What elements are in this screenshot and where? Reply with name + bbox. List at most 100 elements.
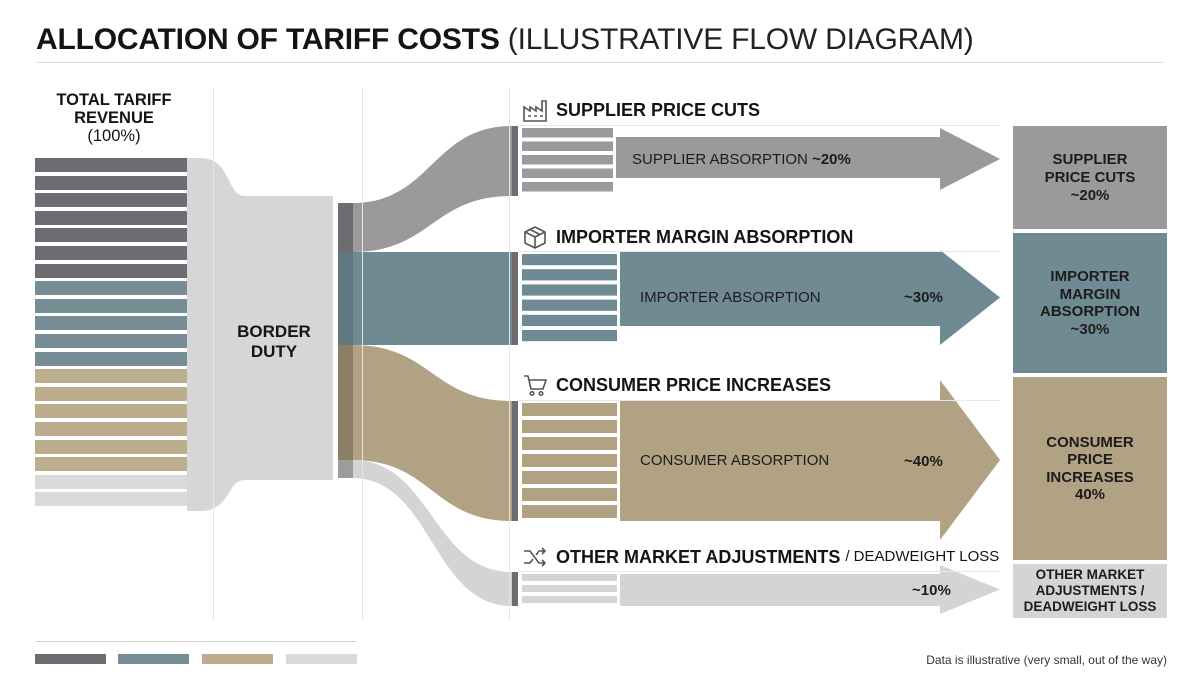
consumer-guide-line (520, 400, 1000, 401)
legend-divider (36, 641, 356, 642)
other-result-line3: DEADWEIGHT LOSS (1023, 599, 1157, 614)
other-stack-bar (522, 585, 617, 592)
revenue-stack-bar (35, 474, 187, 489)
other-ribbon (352, 460, 512, 606)
importer-arrow-label: IMPORTER ABSORPTION (640, 289, 821, 306)
revenue-stack-bar (35, 228, 187, 243)
supplier-arrow-label: SUPPLIER ABSORPTION ~20% (632, 151, 851, 169)
importer-stack-bar (522, 314, 617, 326)
shuffle-icon (522, 544, 548, 570)
consumer-entry-marker (512, 401, 518, 521)
revenue-stack-bar (35, 422, 187, 436)
revenue-stack-bar (35, 334, 187, 348)
importer-result-box: IMPORTER MARGIN ABSORPTION ~30% (1013, 233, 1167, 373)
title-divider (36, 62, 1164, 63)
importer-guide-line (520, 251, 1000, 252)
importer-stack-bar (522, 299, 617, 311)
other-result-line2: ADJUSTMENTS / (1035, 583, 1145, 598)
column-divider-2 (362, 88, 363, 620)
supplier-arrow-pct: ~20% (812, 151, 851, 168)
revenue-stack-bar (35, 175, 187, 190)
revenue-stack-bar (35, 263, 187, 278)
supplier-stack-bar (522, 141, 613, 151)
title-bold-text: ALLOCATION OF TARIFF COSTS (36, 23, 500, 56)
consumer-ribbon (352, 345, 512, 521)
border-duty-line2: DUTY (250, 342, 298, 361)
consumer-stack-bar (522, 437, 617, 450)
revenue-stack-bar (35, 246, 187, 260)
supplier-stack-bar (522, 155, 613, 165)
revenue-stack-bar (35, 492, 187, 507)
supplier-result-fill (1013, 126, 1167, 229)
consumer-header-text: CONSUMER PRICE INCREASES (556, 375, 832, 395)
column-divider-1 (213, 88, 214, 620)
importer-result-line3: ABSORPTION (1039, 303, 1140, 320)
revenue-stack-bar (35, 457, 187, 472)
importer-result-line1: IMPORTER (1050, 268, 1130, 285)
total-revenue-pct: (100%) (87, 127, 141, 145)
consumer-stack-bar (522, 488, 617, 501)
legend-swatch-slate (118, 654, 189, 664)
supplier-stack-bar (522, 168, 613, 178)
revenue-stack-bar (35, 386, 187, 401)
importer-header: IMPORTER MARGIN ABSORPTION (522, 224, 853, 250)
consumer-result-line4: 40% (1074, 486, 1106, 503)
consumer-result-line2: PRICE (1067, 451, 1113, 468)
supplier-stack-bar (522, 182, 613, 192)
legend-swatch-light (286, 654, 357, 664)
consumer-result-fill (1013, 377, 1167, 560)
revenue-stack-bar (35, 281, 187, 296)
supplier-header-text: SUPPLIER PRICE CUTS (556, 100, 761, 120)
other-stack-bar (522, 574, 617, 581)
other-header-suffix: / DEADWEIGHT LOSS (845, 548, 1000, 565)
border-duty-node (187, 158, 333, 511)
revenue-stack-bar (35, 193, 187, 208)
duty-output-segment-other (338, 460, 353, 478)
supplier-guide-line (520, 125, 1000, 126)
consumer-header: CONSUMER PRICE INCREASES (522, 372, 831, 398)
supplier-ribbon (352, 126, 512, 252)
other-guide-line (520, 571, 1000, 572)
consumer-result-box: CONSUMER PRICE INCREASES 40% (1013, 377, 1167, 560)
consumer-result-line3: INCREASES (1046, 468, 1134, 486)
importer-result-line2: MARGIN (1059, 285, 1121, 303)
supplier-header: SUPPLIER PRICE CUTS (522, 97, 760, 123)
consumer-arrow-pct: ~40% (904, 453, 943, 470)
legend-swatch-tan (202, 654, 273, 664)
importer-result-fill (1013, 233, 1167, 373)
other-stack-bar (522, 596, 617, 603)
other-result-fill (1013, 564, 1167, 618)
importer-stack-bar (522, 330, 617, 342)
importer-arrow-pct: ~30% (904, 289, 943, 306)
duty-output-segment-consumer (338, 345, 353, 460)
supplier-arrow (616, 128, 1000, 190)
factory-icon (522, 97, 548, 123)
shopping-cart-icon (522, 372, 548, 398)
supplier-arrow-text: SUPPLIER ABSORPTION (632, 151, 808, 168)
footnote: Data is illustrative (very small, out of… (926, 653, 1167, 667)
duty-output-segment-supplier (338, 203, 353, 252)
border-duty-line1: BORDER (237, 322, 311, 341)
consumer-stack-bar (522, 420, 617, 433)
importer-header-text: IMPORTER MARGIN ABSORPTION (556, 227, 854, 247)
box-icon (522, 224, 548, 250)
importer-stack-bar (522, 254, 617, 266)
consumer-arrow-label: CONSUMER ABSORPTION (640, 452, 830, 469)
total-revenue-line2: REVENUE (74, 109, 154, 127)
importer-stack-bar (522, 269, 617, 281)
page-title: ALLOCATION OF TARIFF COSTS (ILLUSTRATIVE… (36, 22, 974, 58)
importer-entry-marker (512, 252, 518, 345)
legend-swatch-dark (35, 654, 106, 664)
importer-arrow (620, 250, 1000, 345)
revenue-stack-bar (35, 404, 187, 419)
revenue-stack-bar (35, 439, 187, 454)
total-revenue-line1: TOTAL TARIFF (56, 91, 172, 109)
other-header: OTHER MARKET ADJUSTMENTS / DEADWEIGHT LO… (522, 544, 999, 570)
revenue-stack-bar (35, 316, 187, 331)
other-arrow-pct: ~10% (912, 582, 951, 599)
consumer-arrow (620, 380, 1000, 540)
revenue-stack-bar (35, 298, 187, 313)
other-result-box: OTHER MARKET ADJUSTMENTS / DEADWEIGHT LO… (1013, 564, 1167, 618)
supplier-stack-bar (522, 128, 613, 138)
